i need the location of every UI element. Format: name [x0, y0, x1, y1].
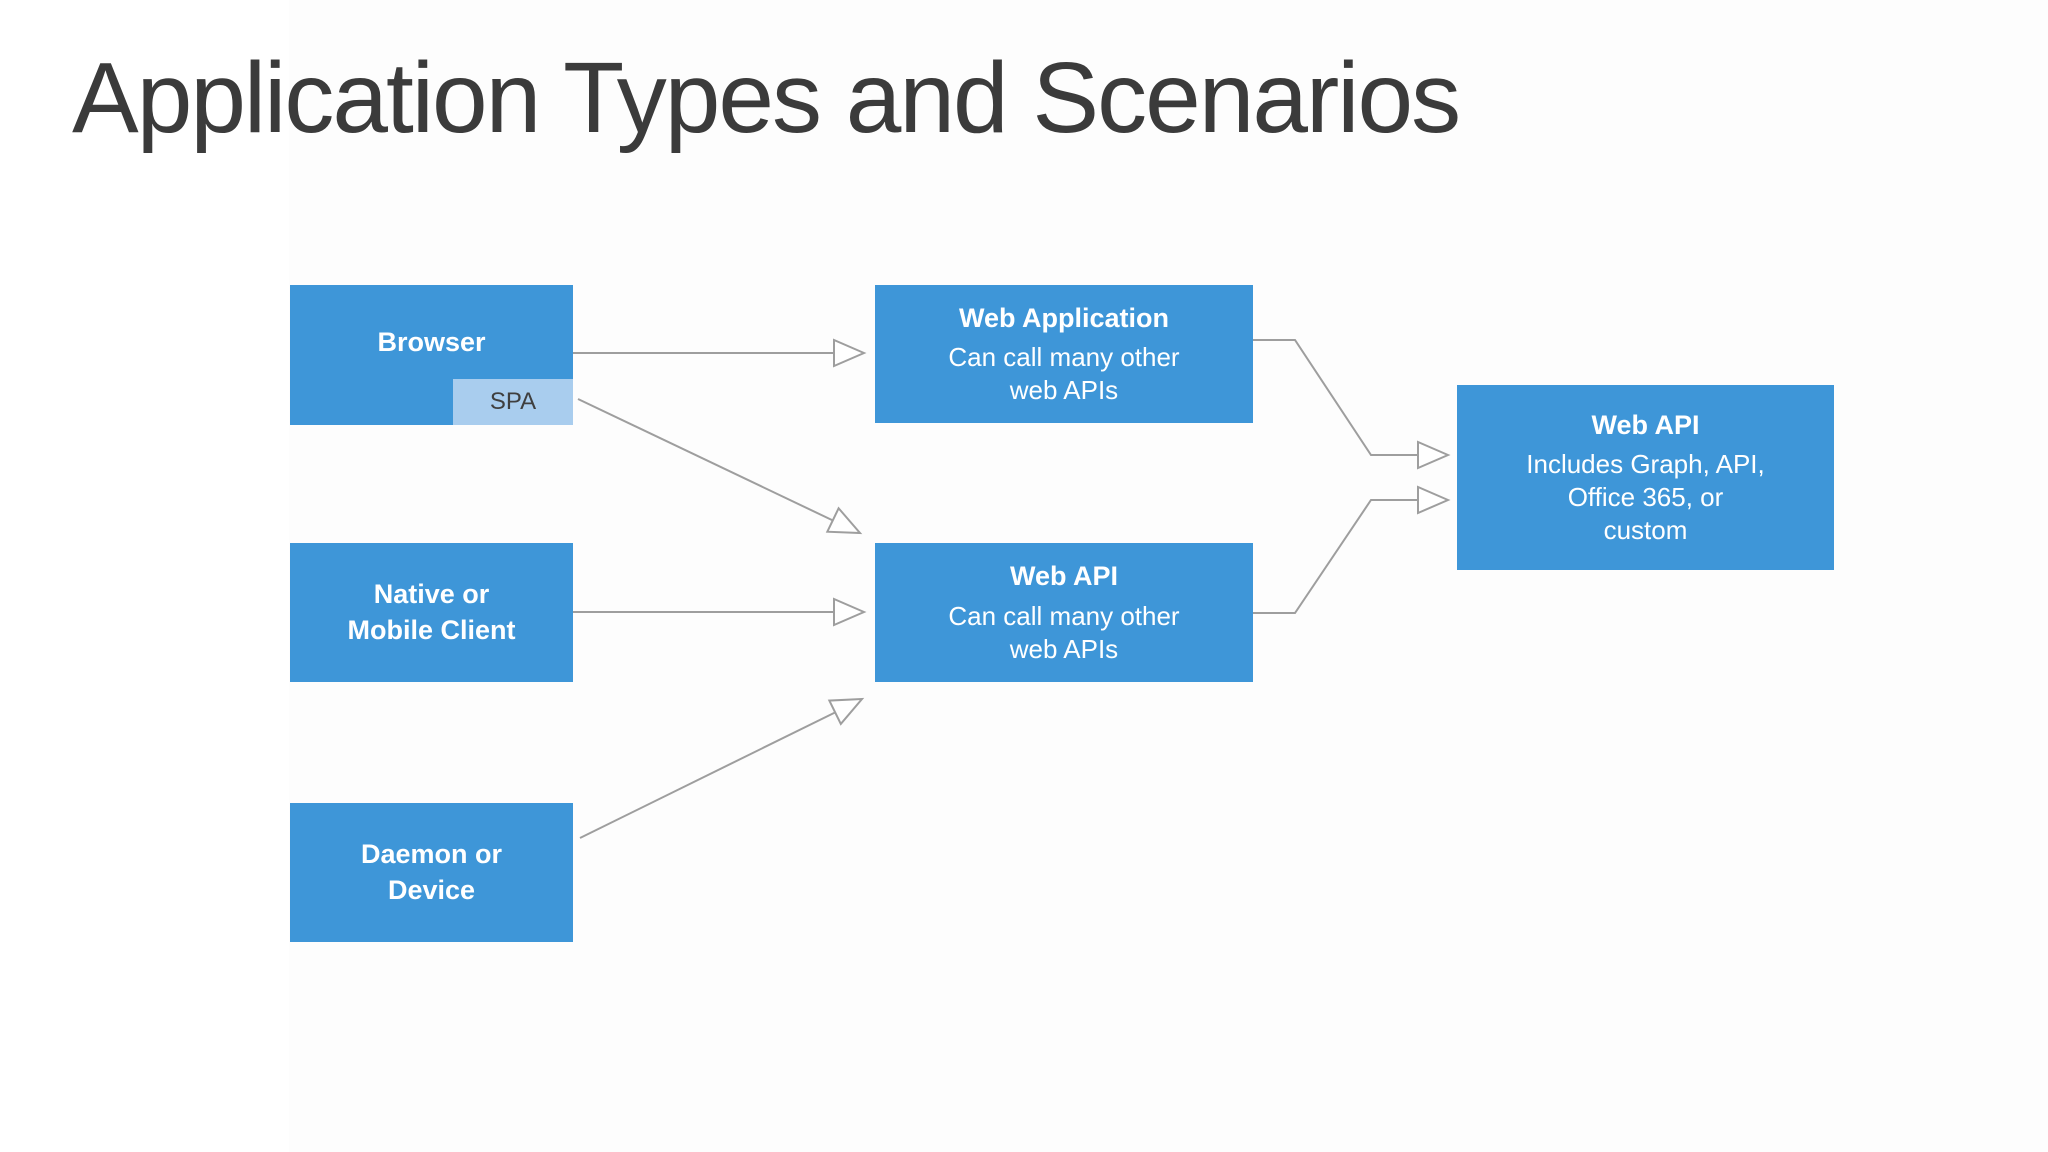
node-browser: Browser SPA [290, 285, 573, 425]
slide-title: Application Types and Scenarios [72, 42, 1461, 154]
node-web-application: Web Application Can call many other web … [875, 285, 1253, 423]
node-web-api-middle-title: Web API [1009, 561, 1118, 592]
badge-spa: SPA [453, 379, 573, 425]
node-native-title: Native or Mobile Client [348, 577, 516, 647]
title-line: Daemon or [360, 839, 503, 870]
node-web-api-middle: Web API Can call many other web APIs [875, 543, 1253, 682]
subtitle-line: web APIs [1009, 375, 1119, 406]
subtitle-line: Includes Graph, API, [1526, 449, 1765, 480]
node-web-api-right-title: Web API [1591, 409, 1700, 440]
node-web-api-right: Web API Includes Graph, API, Office 365,… [1457, 385, 1834, 570]
node-daemon-title: Daemon or Device [361, 837, 502, 907]
title-line: Native or [373, 579, 490, 610]
node-web-api-right-subtitle: Includes Graph, API, Office 365, or cust… [1526, 448, 1764, 547]
title-line: Mobile Client [347, 614, 516, 645]
node-daemon-or-device: Daemon or Device [290, 803, 573, 942]
subtitle-line: Office 365, or [1567, 482, 1724, 513]
subtitle-line: custom [1603, 515, 1688, 546]
title-line: Device [387, 874, 476, 905]
subtitle-line: Can call many other [948, 342, 1180, 373]
node-web-api-middle-subtitle: Can call many other web APIs [948, 600, 1179, 666]
subtitle-line: web APIs [1009, 633, 1119, 664]
node-browser-title: Browser [377, 327, 486, 358]
node-web-application-title: Web Application [958, 302, 1169, 333]
node-native-or-mobile-client: Native or Mobile Client [290, 543, 573, 682]
node-web-application-subtitle: Can call many other web APIs [948, 341, 1179, 407]
subtitle-line: Can call many other [948, 600, 1180, 631]
